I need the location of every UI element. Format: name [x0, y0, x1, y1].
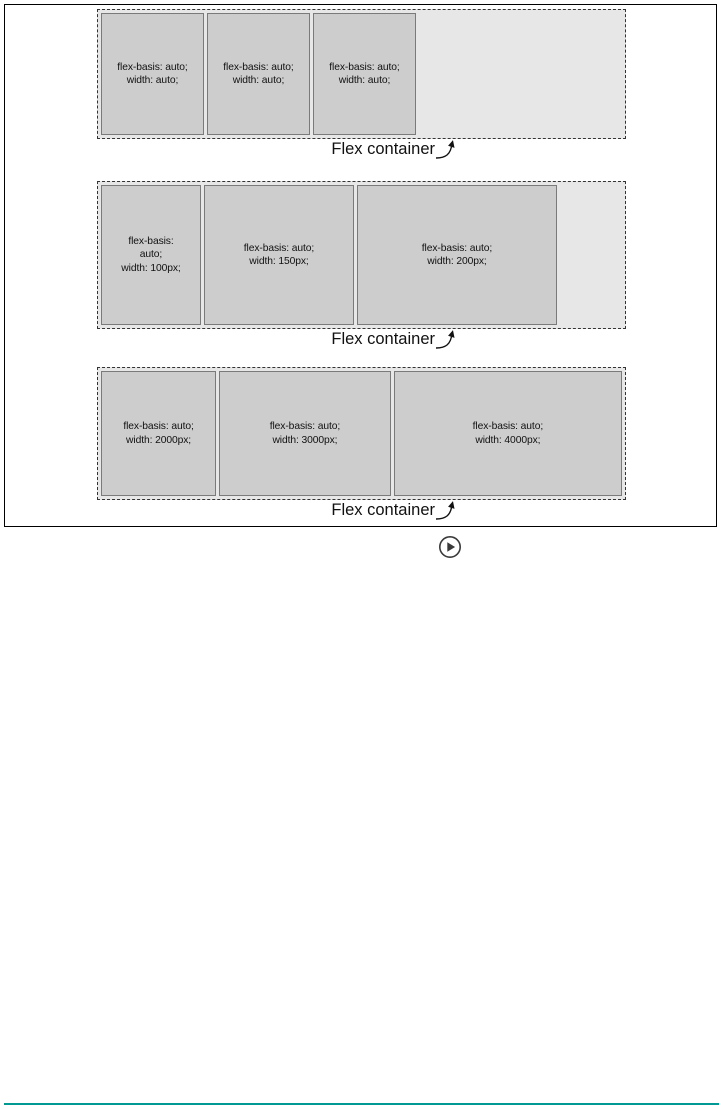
flex-demo-row-2: flex-basis: auto; width: 100px; flex-bas… [97, 181, 626, 352]
flex-item: flex-basis: auto; width: 2000px; [101, 371, 217, 496]
flex-container-caption-2: Flex container [97, 328, 626, 352]
flex-item-label: flex-basis: auto; width: auto; [329, 61, 400, 86]
bottom-rule [4, 1103, 719, 1105]
flex-item-label: flex-basis: auto; width: 150px; [243, 242, 315, 267]
flex-item-label: flex-basis: auto; width: 2000px; [123, 421, 194, 446]
flex-container-caption-1: Flex container [97, 138, 626, 162]
flex-container-3: flex-basis: auto; width: 2000px; flex-ba… [97, 367, 626, 500]
flex-item: flex-basis: auto; width: auto; [313, 13, 416, 135]
flex-item: flex-basis: auto; width: auto; [101, 13, 204, 135]
flex-item: flex-basis: auto; width: 100px; [101, 185, 201, 325]
caption-label: Flex container [331, 330, 435, 348]
figure-frame: flex-basis: auto; width: auto; flex-basi… [4, 4, 717, 527]
curved-arrow-icon [435, 499, 461, 523]
flex-demo-row-1: flex-basis: auto; width: auto; flex-basi… [97, 9, 626, 162]
flex-item-label: flex-basis: auto; width: 100px; [121, 235, 181, 274]
flex-item-label: flex-basis: auto; width: 4000px; [472, 421, 544, 446]
caption-label: Flex container [331, 140, 435, 158]
flex-container-1: flex-basis: auto; width: auto; flex-basi… [97, 9, 626, 139]
flex-item-label: flex-basis: auto; width: auto; [223, 61, 294, 86]
flex-item: flex-basis: auto; width: auto; [207, 13, 310, 135]
curved-arrow-icon [435, 138, 461, 162]
flex-item: flex-basis: auto; width: 150px; [204, 185, 354, 325]
play-button-icon[interactable] [438, 535, 462, 559]
flex-item-label: flex-basis: auto; width: 3000px; [269, 421, 341, 446]
flex-item: flex-basis: auto; width: 200px; [357, 185, 557, 325]
caption-label: Flex container [331, 501, 435, 519]
flex-item: flex-basis: auto; width: 3000px; [219, 371, 391, 496]
flex-demo-row-3: flex-basis: auto; width: 2000px; flex-ba… [97, 367, 626, 523]
curved-arrow-icon [435, 328, 461, 352]
flex-container-2: flex-basis: auto; width: 100px; flex-bas… [97, 181, 626, 329]
flex-item: flex-basis: auto; width: 4000px; [393, 371, 622, 496]
flex-container-caption-3: Flex container [97, 499, 626, 523]
flex-item-label: flex-basis: auto; width: 200px; [421, 242, 493, 267]
flex-item-label: flex-basis: auto; width: auto; [117, 61, 188, 86]
